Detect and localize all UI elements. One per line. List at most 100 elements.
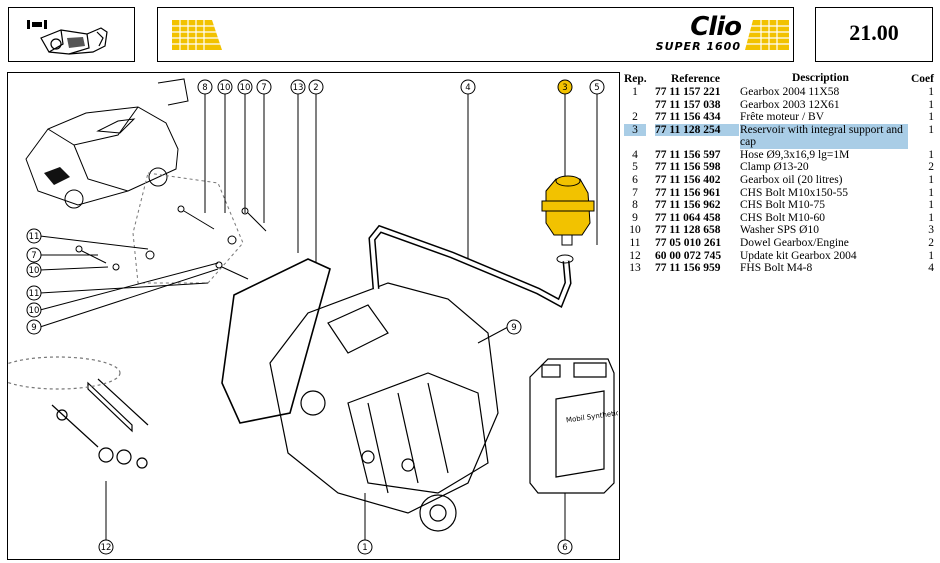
table-row: 7 77 11 156 961 CHS Bolt M10x150-55 1 bbox=[624, 187, 936, 200]
callout-2: 2 bbox=[308, 79, 324, 263]
row-description: Frête moteur / BV bbox=[740, 111, 824, 124]
svg-text:4: 4 bbox=[465, 83, 470, 93]
row-coef: 3 bbox=[928, 224, 934, 237]
header-description: Description bbox=[792, 72, 849, 84]
svg-text:10: 10 bbox=[29, 266, 40, 276]
header-coef: Coef bbox=[911, 73, 934, 85]
table-row: 10 77 11 128 658 Washer SPS Ø10 3 bbox=[624, 224, 936, 237]
row-rep: 9 bbox=[632, 211, 638, 224]
callout-10: 10 bbox=[237, 79, 253, 213]
svg-text:9: 9 bbox=[31, 323, 36, 333]
row-reference: 77 11 156 961 bbox=[655, 186, 721, 199]
callout-9: 9 bbox=[477, 319, 522, 344]
row-reference: 77 05 010 261 bbox=[655, 236, 722, 249]
row-rep: 2 bbox=[632, 111, 638, 124]
svg-text:13: 13 bbox=[293, 83, 304, 93]
table-row-selected[interactable]: 3 77 11 128 254 Reservoir with integral … bbox=[624, 123, 936, 149]
brand-name: Clio bbox=[690, 12, 742, 42]
svg-text:7: 7 bbox=[261, 83, 266, 93]
row-rep: 6 bbox=[632, 173, 638, 186]
hose-inner bbox=[369, 226, 571, 306]
callout-6: 6 bbox=[557, 493, 573, 555]
row-reference: 77 11 156 598 bbox=[655, 161, 721, 174]
table-row: 2 77 11 156 434 Frête moteur / BV 1 bbox=[624, 111, 936, 124]
row-description: Hose Ø9,3x16,9 lg=1M bbox=[740, 148, 850, 161]
svg-text:12: 12 bbox=[101, 543, 112, 553]
row-coef: 1 bbox=[928, 173, 934, 186]
callouts-top: 8 10 10 7 13 2 4 3 5 bbox=[197, 79, 605, 263]
exploded-diagram: 8 10 10 7 13 2 4 3 5 11 7 10 11 10 9 bbox=[0, 72, 653, 560]
diagram-canvas: 8 10 10 7 13 2 4 3 5 11 7 10 11 10 9 bbox=[0, 78, 653, 555]
table-row: 9 77 11 064 458 CHS Bolt M10-60 1 bbox=[624, 212, 936, 225]
row-rep: 4 bbox=[632, 148, 638, 161]
reservoir-illustration bbox=[541, 175, 595, 246]
svg-text:6: 6 bbox=[562, 543, 567, 553]
svg-text:1: 1 bbox=[362, 543, 367, 553]
row-reference: 77 11 157 038 bbox=[655, 98, 721, 111]
table-row: 12 60 00 072 745 Update kit Gearbox 2004… bbox=[624, 250, 936, 263]
header-icon-box bbox=[8, 7, 135, 62]
row-reference: 77 11 156 597 bbox=[655, 148, 721, 161]
brand-wordmark: Clio SUPER 1600 bbox=[656, 12, 742, 53]
header-rep: Rep. bbox=[624, 73, 647, 85]
svg-text:7: 7 bbox=[31, 251, 36, 261]
callout-12: 12 bbox=[98, 481, 114, 555]
callout-1: 1 bbox=[357, 493, 373, 555]
callouts-bottom: 12 1 6 9 bbox=[98, 319, 573, 555]
parts-table: Rep. Reference Description Coef 1 77 11 … bbox=[624, 72, 936, 275]
row-description: Update kit Gearbox 2004 bbox=[740, 249, 857, 262]
parts-table-header: Rep. Reference Description Coef bbox=[624, 72, 936, 86]
table-row: 77 11 157 038 Gearbox 2003 12X61 1 bbox=[624, 99, 936, 112]
svg-text:10: 10 bbox=[29, 306, 40, 316]
row-rep: 11 bbox=[629, 236, 641, 249]
row-coef: 2 bbox=[928, 161, 934, 174]
callout-5: 5 bbox=[589, 79, 605, 245]
row-reference: 77 11 156 962 bbox=[655, 199, 721, 212]
row-reference: 77 11 156 402 bbox=[655, 173, 721, 186]
update-kit-illustration bbox=[0, 356, 149, 469]
car-outline-dashed bbox=[132, 172, 244, 284]
row-reference: 77 11 128 658 bbox=[655, 224, 721, 237]
gearbox-icon bbox=[27, 20, 108, 55]
gearbox-illustration bbox=[269, 282, 499, 532]
row-coef: 1 bbox=[928, 123, 934, 136]
car-engine-bay bbox=[44, 167, 70, 185]
row-coef: 1 bbox=[928, 86, 934, 98]
svg-text:10: 10 bbox=[220, 83, 231, 93]
callout-3: 3 bbox=[557, 79, 573, 179]
row-description: Gearbox 2003 12X61 bbox=[740, 98, 840, 111]
row-description: Dowel Gearbox/Engine bbox=[740, 236, 849, 249]
callout-8: 8 bbox=[197, 79, 213, 213]
row-rep: 7 bbox=[632, 186, 638, 199]
svg-text:9: 9 bbox=[511, 323, 516, 333]
row-reference: 77 11 156 959 bbox=[655, 262, 721, 275]
callout-7: 7 bbox=[256, 79, 272, 223]
table-row: 6 77 11 156 402 Gearbox oil (20 litres) … bbox=[624, 174, 936, 187]
row-description: Reservoir with integral support and cap bbox=[740, 123, 908, 149]
row-reference: 77 11 156 434 bbox=[655, 111, 721, 124]
bolts-illustration bbox=[75, 205, 267, 280]
row-coef: 4 bbox=[928, 262, 934, 275]
callout-11: 11 bbox=[26, 228, 149, 250]
stripes-logo-icon bbox=[745, 20, 789, 50]
row-description: Gearbox 2004 11X58 bbox=[740, 86, 840, 98]
header-banner: Clio SUPER 1600 bbox=[157, 7, 794, 62]
callouts-left: 11 7 10 11 10 9 bbox=[26, 228, 219, 335]
callout-4: 4 bbox=[460, 79, 476, 263]
table-row: 11 77 05 010 261 Dowel Gearbox/Engine 2 bbox=[624, 237, 936, 250]
row-description: Clamp Ø13-20 bbox=[740, 161, 809, 174]
row-description: CHS Bolt M10x150-55 bbox=[740, 186, 848, 199]
table-row: 13 77 11 156 959 FHS Bolt M4-8 4 bbox=[624, 262, 936, 275]
row-coef: 1 bbox=[928, 148, 934, 161]
callout-9: 9 bbox=[26, 268, 219, 335]
page-number-box: 21.00 bbox=[815, 7, 933, 62]
row-coef: 2 bbox=[928, 236, 934, 249]
callout-11: 11 bbox=[26, 282, 209, 301]
row-description: Gearbox oil (20 litres) bbox=[740, 173, 843, 186]
page-number: 21.00 bbox=[849, 20, 899, 45]
row-rep: 3 bbox=[624, 123, 646, 137]
row-rep: 12 bbox=[629, 249, 641, 262]
row-coef: 1 bbox=[928, 111, 934, 124]
row-coef: 1 bbox=[928, 249, 934, 262]
callout-7: 7 bbox=[26, 247, 98, 263]
